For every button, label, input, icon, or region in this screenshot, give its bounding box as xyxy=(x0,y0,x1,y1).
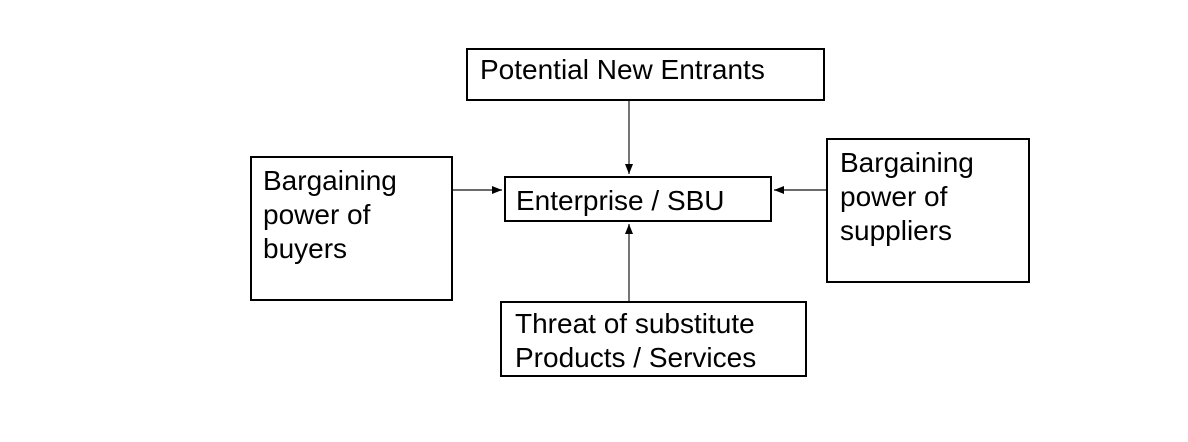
label-line: power of xyxy=(263,199,371,230)
node-label: Enterprise / SBU xyxy=(516,184,770,218)
label-line: Enterprise / SBU xyxy=(516,185,725,216)
label-line: Bargaining xyxy=(263,165,397,196)
node-label: Threat of substitute Products / Services xyxy=(515,307,805,375)
label-line: Threat of substitute xyxy=(515,308,755,339)
label-line: Products / Services xyxy=(515,342,757,373)
node-bargaining-power-of-suppliers: Bargaining power of suppliers xyxy=(826,138,1030,283)
label-line: suppliers xyxy=(840,215,953,246)
node-threat-of-substitute-products-services: Threat of substitute Products / Services xyxy=(500,301,807,377)
label-line: Potential New Entrants xyxy=(480,54,765,85)
node-bargaining-power-of-buyers: Bargaining power of buyers xyxy=(250,156,453,301)
node-label: Bargaining power of suppliers xyxy=(840,146,1028,248)
label-line: power of xyxy=(840,181,948,212)
node-label: Bargaining power of buyers xyxy=(263,164,451,266)
label-line: buyers xyxy=(263,233,348,264)
node-potential-new-entrants: Potential New Entrants xyxy=(466,48,825,101)
node-label: Potential New Entrants xyxy=(480,53,823,87)
node-enterprise-sbu: Enterprise / SBU xyxy=(504,176,772,222)
label-line: Bargaining xyxy=(840,147,974,178)
